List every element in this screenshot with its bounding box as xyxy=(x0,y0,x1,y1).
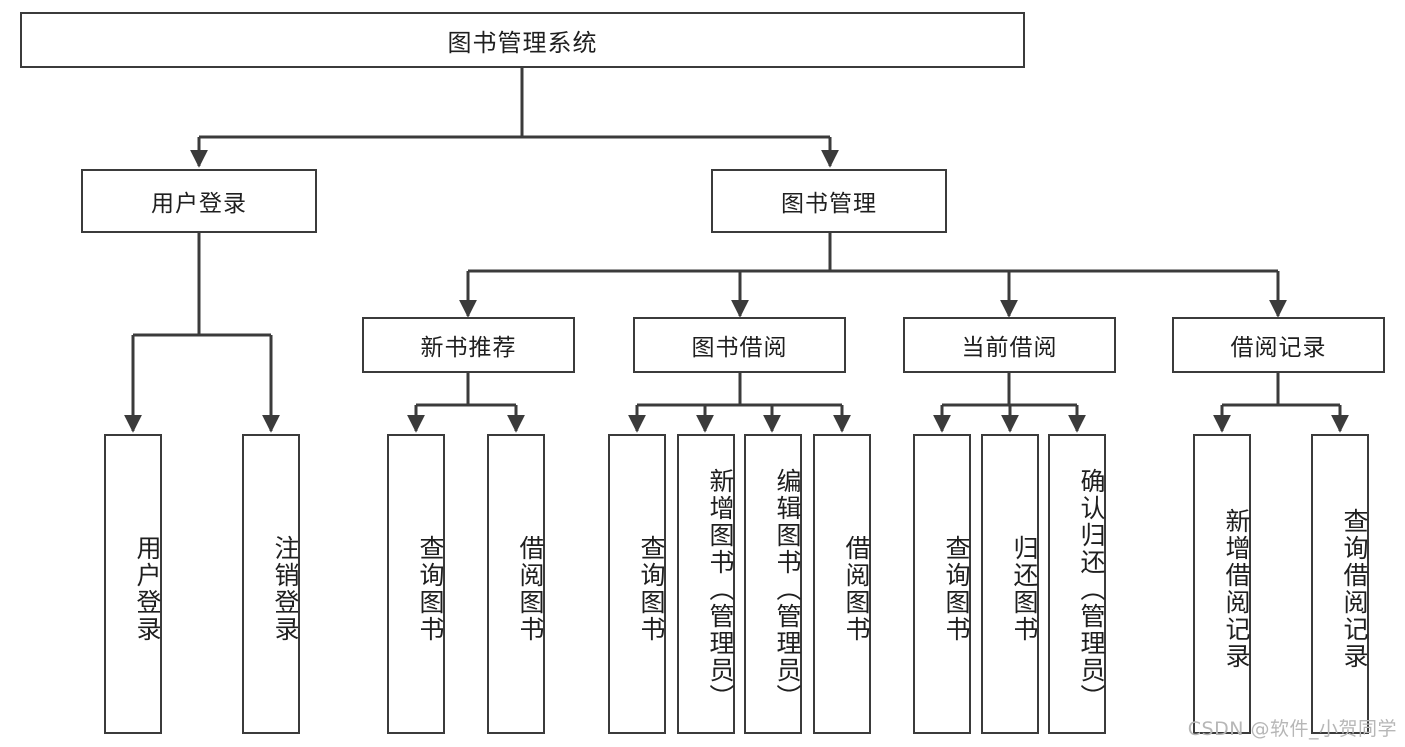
leaf-logout[interactable]: 注销登录 xyxy=(242,434,300,734)
node-label: 查询图书 xyxy=(416,535,445,643)
node-label: 确认归还（管理员） xyxy=(1077,467,1106,711)
node-label: 新增图书（管理员） xyxy=(706,467,735,711)
leaf-confirm-return-admin[interactable]: 确认归还（管理员） xyxy=(1048,434,1106,734)
node-borrow-record[interactable]: 借阅记录 xyxy=(1172,317,1385,373)
node-book-borrow[interactable]: 图书借阅 xyxy=(633,317,846,373)
node-label: 归还图书 xyxy=(1010,535,1039,643)
node-label: 查询图书 xyxy=(942,535,971,643)
node-label: 查询借阅记录 xyxy=(1340,508,1369,670)
csdn-watermark: CSDN @软件_小贺同学 xyxy=(1187,718,1397,740)
leaf-return-book[interactable]: 归还图书 xyxy=(981,434,1039,734)
node-label: 查询图书 xyxy=(637,535,666,643)
node-label: 图书管理系统 xyxy=(447,28,598,57)
node-user-login[interactable]: 用户登录 xyxy=(81,169,317,233)
node-label: 新书推荐 xyxy=(420,335,517,361)
node-label: 用户登录 xyxy=(133,535,162,643)
leaf-user-login[interactable]: 用户登录 xyxy=(104,434,162,734)
node-label: 图书借阅 xyxy=(691,335,788,361)
node-root-system[interactable]: 图书管理系统 xyxy=(20,12,1025,68)
leaf-add-borrow-record[interactable]: 新增借阅记录 xyxy=(1193,434,1251,734)
leaf-query-borrow-record[interactable]: 查询借阅记录 xyxy=(1311,434,1369,734)
node-label: 借阅图书 xyxy=(516,535,545,643)
node-label: 当前借阅 xyxy=(961,335,1058,361)
leaf-add-book-admin[interactable]: 新增图书（管理员） xyxy=(677,434,735,734)
leaf-query-book-recommend[interactable]: 查询图书 xyxy=(387,434,445,734)
node-label: 用户登录 xyxy=(151,191,247,217)
node-label: 借阅记录 xyxy=(1230,335,1327,361)
leaf-query-book-borrow[interactable]: 查询图书 xyxy=(608,434,666,734)
leaf-borrow-book-recommend[interactable]: 借阅图书 xyxy=(487,434,545,734)
node-book-management[interactable]: 图书管理 xyxy=(711,169,947,233)
node-label: 注销登录 xyxy=(271,535,300,643)
node-new-book-recommend[interactable]: 新书推荐 xyxy=(362,317,575,373)
node-label: 编辑图书（管理员） xyxy=(773,467,802,711)
leaf-edit-book-admin[interactable]: 编辑图书（管理员） xyxy=(744,434,802,734)
leaf-query-book-current[interactable]: 查询图书 xyxy=(913,434,971,734)
node-label: 新增借阅记录 xyxy=(1222,508,1251,670)
node-label: 图书管理 xyxy=(781,191,877,217)
leaf-borrow-book[interactable]: 借阅图书 xyxy=(813,434,871,734)
node-current-borrow[interactable]: 当前借阅 xyxy=(903,317,1116,373)
node-label: 借阅图书 xyxy=(842,535,871,643)
